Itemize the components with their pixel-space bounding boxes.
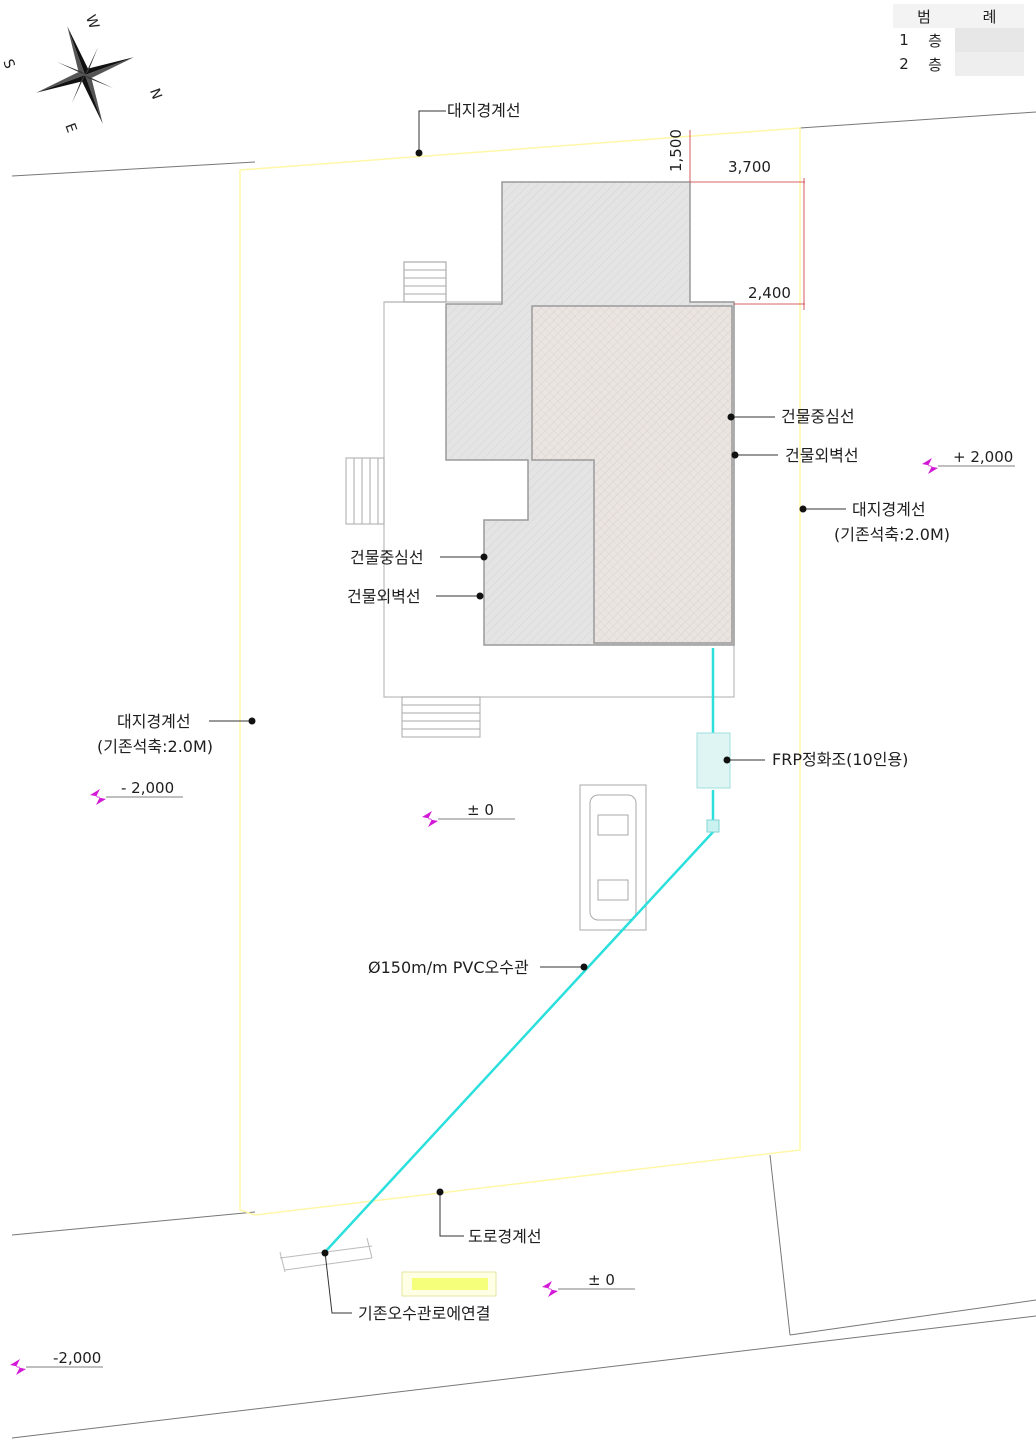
north-arrow-compass [36,26,134,124]
dimension-lines [689,130,805,310]
level-marker-zero-road [542,1281,635,1297]
terrace-outline [384,261,447,303]
level-minus-2000: - 2,000 [121,779,175,797]
pipe-junction [706,819,720,833]
stair-bottom [401,696,481,738]
legend-header-2: 례 [982,7,997,26]
level-marker-plus2000 [922,458,1015,474]
road-line-lower [11,1315,1036,1439]
floor-2-area [531,305,733,644]
level-minus-2000-bottom: -2,000 [53,1349,102,1367]
label-building-wall-left: 건물외벽선 [347,587,421,606]
label-building-wall-right: 건물외벽선 [785,446,859,465]
stair-top [403,261,447,303]
legend-row-1-num: 1 [899,31,909,49]
dimension-2400: 2,400 [748,284,791,302]
legend-floor-1-swatch [955,28,1024,52]
level-zero-mid: ± 0 [467,801,494,819]
level-marker-minus2000-left [90,789,183,805]
dimension-3700: 3,700 [728,158,771,176]
label-site-boundary-left: 대지경계선 [117,712,191,731]
road-highlight-inner [412,1278,488,1290]
road-boundary-line [11,1211,256,1236]
label-frp-septic-tank: FRP정화조(10인용) [772,750,909,769]
level-marker-minus2000-bottom [10,1359,103,1375]
label-retaining-wall-left: (기존석축:2.0M) [97,737,214,756]
level-plus-2000: + 2,000 [953,448,1014,466]
stair-left [345,457,385,525]
site-boundary-top-right [799,111,1036,129]
road-line-vertical [769,1154,791,1336]
legend-row-1-label: 층 [928,31,942,50]
legend-row-2-num: 2 [899,55,909,73]
road-line-right [789,1299,1036,1336]
legend-row-2-label: 층 [928,55,942,74]
label-site-boundary-right: 대지경계선 [852,500,926,519]
label-retaining-wall-right: (기존석축:2.0M) [834,525,951,544]
frp-septic-tank [696,732,731,789]
leader-dots [248,149,807,1257]
site-boundary-yellow [239,127,801,1216]
level-zero-road: ± 0 [588,1271,615,1289]
dimension-1500: 1,500 [667,129,685,172]
label-building-center-right: 건물중심선 [781,407,855,426]
legend-table: 범 례 1 층 2 층 [893,4,1024,78]
level-marker-zero-mid [422,811,515,827]
label-pvc-sewage-pipe: Ø150m/m PVC오수관 [368,958,529,977]
leader-lines [209,110,846,1314]
parking-car [579,784,647,931]
sewage-pipe-main [324,790,715,1253]
site-boundary-top [11,161,256,177]
legend-header-1: 범 [917,7,931,26]
label-road-boundary: 도로경계선 [468,1227,542,1246]
label-building-center-left: 건물중심선 [350,548,424,567]
label-site-boundary-top: 대지경계선 [447,101,521,120]
label-existing-sewer-connection: 기존오수관로에연결 [358,1304,491,1323]
legend-floor-2-swatch [955,52,1024,76]
